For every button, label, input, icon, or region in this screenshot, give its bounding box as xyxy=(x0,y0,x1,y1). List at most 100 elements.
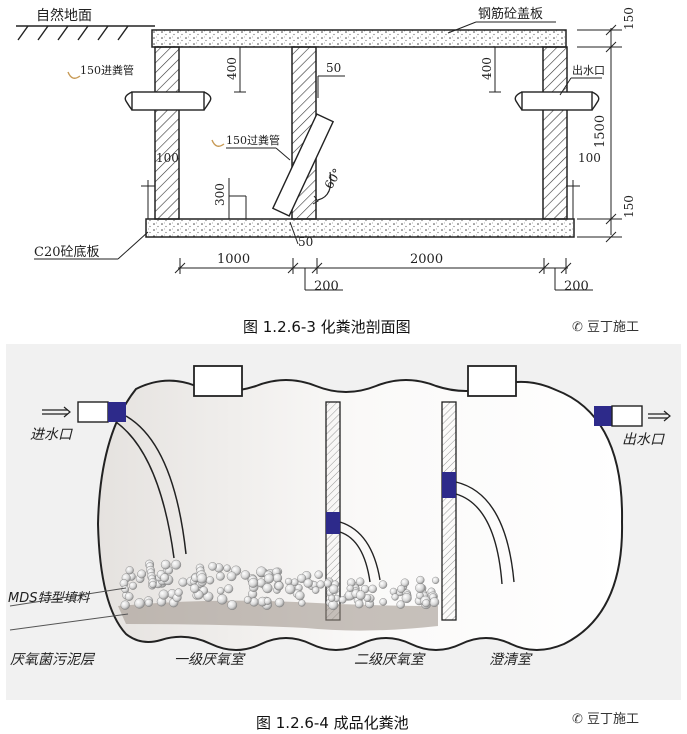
filler-ball xyxy=(346,584,354,592)
angle-label: 60° xyxy=(322,166,345,191)
filler-ball xyxy=(312,586,320,594)
ground-label: 自然地面 xyxy=(36,7,92,24)
left-wall xyxy=(154,46,180,220)
filler-ball xyxy=(263,597,272,605)
base-slab-label: C20砼底板 xyxy=(34,244,100,260)
sludge-label: 厌氧菌污泥层 xyxy=(10,652,96,668)
filler-ball xyxy=(328,584,339,595)
partition-wall-2 xyxy=(441,401,515,621)
filler-ball xyxy=(240,570,251,580)
filler-ball xyxy=(355,590,366,600)
filler-label: MDS特型填料 xyxy=(8,591,90,606)
filler-ball xyxy=(262,583,273,594)
dim-100-left: 100 xyxy=(156,151,179,165)
dim-1000: 1000 xyxy=(217,252,250,267)
filler-ball xyxy=(208,562,217,571)
outlet-pipe xyxy=(514,91,600,111)
filler-ball xyxy=(314,570,323,579)
outlet-pipe-product xyxy=(594,405,643,427)
filler-ball xyxy=(137,569,147,579)
filler-ball xyxy=(243,596,252,604)
dim-400-left: 400 xyxy=(225,57,239,80)
filler-ball xyxy=(316,580,325,589)
wechat-icon-bottom: ✆ xyxy=(572,712,588,727)
filler-ball xyxy=(125,566,134,575)
filler-ball xyxy=(379,598,388,606)
filler-ball xyxy=(158,589,169,600)
sludge-layer xyxy=(118,600,438,631)
inlet-pipe-product xyxy=(77,401,187,559)
watermark-text: 豆丁施工 xyxy=(587,320,640,335)
septic-tank-product-diagram: 进水口 出水口 MDS特型填料 xyxy=(8,365,671,668)
filler-ball xyxy=(160,559,171,570)
ground-surface xyxy=(16,25,155,41)
filler-ball xyxy=(400,578,410,587)
watermark-text-bottom: 豆丁施工 xyxy=(587,712,640,727)
filler-ball xyxy=(274,581,284,591)
watermark-top: ✆ 豆丁施工 xyxy=(572,316,639,335)
filler-ball xyxy=(354,599,364,609)
filler-ball xyxy=(226,571,237,582)
filler-ball xyxy=(124,592,134,601)
product-caption: 图 1.2.6-4 成品化粪池 xyxy=(256,714,409,732)
filler-ball xyxy=(391,593,399,601)
dim-height-1500: 1500 xyxy=(593,115,608,148)
inlet-pipe xyxy=(124,91,212,111)
filler-ball xyxy=(429,597,440,607)
filler-ball xyxy=(432,576,440,585)
filler-ball xyxy=(224,584,234,594)
dim-2000: 2000 xyxy=(410,252,443,267)
filler-ball xyxy=(285,584,296,595)
tank-body xyxy=(96,379,624,651)
filler-ball xyxy=(178,577,188,587)
dim-200-right: 200 xyxy=(564,279,589,294)
filler-ball xyxy=(368,584,377,594)
clarifier-label: 澄清室 xyxy=(489,652,533,668)
filler-ball xyxy=(121,585,129,594)
dim-300: 300 xyxy=(213,183,227,206)
dimension-lines xyxy=(141,24,622,291)
right-wall xyxy=(542,46,568,220)
cover-slab-label: 钢筋砼盖板 xyxy=(478,6,543,22)
dim-400-right: 400 xyxy=(480,57,494,80)
dim-100-right: 100 xyxy=(578,151,601,165)
filler-ball xyxy=(422,599,431,608)
chamber2-label: 二级厌氧室 xyxy=(354,652,426,668)
outlet-label-product: 出水口 xyxy=(622,432,665,448)
filler-ball xyxy=(303,578,313,588)
transfer-pipe-label: 150过粪管 xyxy=(226,133,280,147)
transfer-pipe xyxy=(271,113,335,217)
section-caption: 图 1.2.6-3 化粪池剖面图 xyxy=(243,318,411,336)
base-slab xyxy=(145,218,575,238)
dim-50-top: 50 xyxy=(326,61,341,75)
filler-ball xyxy=(401,592,412,603)
filler-ball xyxy=(297,573,307,583)
filler-ball xyxy=(272,573,283,583)
filler-ball xyxy=(206,576,215,585)
chamber1-label: 一级厌氧室 xyxy=(174,652,246,668)
filler-ball xyxy=(416,575,425,585)
filler-ball xyxy=(128,581,137,590)
filler-ball xyxy=(120,600,130,610)
filler-ball xyxy=(174,588,183,597)
manhole-left xyxy=(193,365,243,397)
filler-ball xyxy=(227,600,238,610)
filler-ball xyxy=(149,580,157,589)
dim-top-150: 150 xyxy=(622,7,636,30)
manhole-right xyxy=(467,365,517,397)
filler-ball xyxy=(378,580,388,589)
filler-ball xyxy=(248,577,259,588)
filler-ball xyxy=(356,577,365,586)
wechat-icon: ✆ xyxy=(572,320,588,335)
filler-ball xyxy=(203,591,214,602)
filler-ball xyxy=(196,573,208,584)
filler-ball xyxy=(264,573,274,584)
filler-ball xyxy=(215,571,225,581)
filler-ball xyxy=(160,573,170,583)
filler-ball xyxy=(194,590,204,600)
outlet-label: 出水口 xyxy=(572,63,605,77)
filler-ball xyxy=(144,598,153,607)
filler-ball xyxy=(134,598,145,609)
filler-ball xyxy=(216,587,225,595)
filler-ball xyxy=(328,594,336,602)
